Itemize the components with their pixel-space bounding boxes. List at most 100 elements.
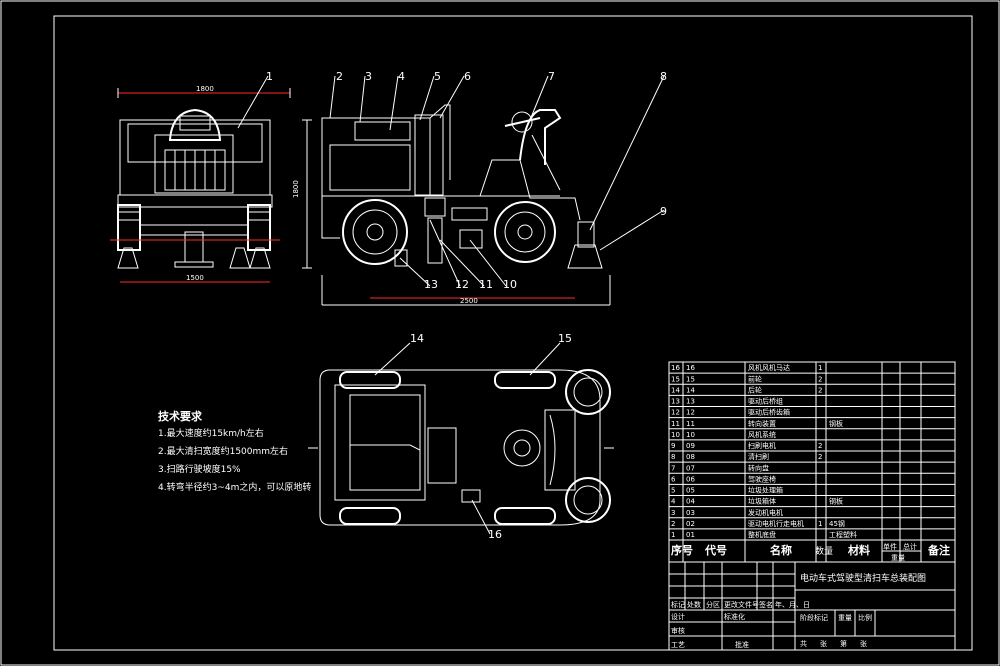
parts-header-material: 材料 [848,543,870,557]
parts-cell-qty: 1 [818,364,822,372]
rev-label: 签名 [759,600,773,609]
balloon-15: 15 [558,332,572,345]
role-label: 审核 [671,626,685,635]
parts-cell-code: 06 [686,475,695,483]
parts-cell-seq: 5 [671,487,675,495]
parts-cell-code: 07 [686,464,695,472]
parts-cell-seq: 4 [671,498,676,506]
drawing-title: 电动车式驾驶型清扫车总装配图 [800,572,926,584]
parts-cell-code: 12 [686,409,695,417]
parts-cell-qty: 2 [818,442,822,450]
balloon-1: 1 [266,70,273,83]
top-view [308,369,614,526]
balloon-7: 7 [548,70,555,83]
parts-cell-qty: 1 [818,520,822,528]
parts-cell-code: 08 [686,453,695,461]
parts-cell-name: 清扫刷 [748,452,769,461]
balloon-3: 3 [365,70,372,83]
parts-cell-name: 驾驶座椅 [748,474,776,483]
parts-cell-code: 09 [686,442,695,450]
rev-label: 标记 [671,600,685,609]
balloon-10: 10 [503,278,517,291]
balloon-11: 11 [479,278,493,291]
rev-label: 更改文件号 [724,600,759,609]
balloon-9: 9 [660,205,667,218]
role-label: 批准 [735,640,749,649]
role-label: 标准化 [724,612,745,621]
stage-label: 比例 [858,613,872,622]
parts-cell-code: 04 [686,498,695,506]
balloon-4: 4 [398,70,405,83]
parts-cell-seq: 3 [671,509,675,517]
parts-cell-material: 工程塑料 [829,530,857,539]
parts-cell-seq: 14 [671,386,680,394]
rev-label: 分区 [706,600,720,609]
parts-header-code: 代号 [704,543,727,557]
parts-cell-seq: 9 [671,442,675,450]
tech-requirements: 技术要求 1.最大速度约15km/h左右 2.最大清扫宽度约1500mm左右 3… [158,409,311,493]
balloon-12: 12 [455,278,469,291]
dim-side-length: 2500 [460,297,478,305]
parts-cell-seq: 15 [671,375,680,383]
parts-cell-code: 01 [686,531,695,539]
balloon-14: 14 [410,332,424,345]
parts-cell-name: 转向装置 [748,419,776,428]
dim-front-top: 1800 [196,85,214,93]
balloon-16: 16 [488,528,502,541]
tech-req-item: 4.转弯半径约3~4m之内，可以原地转 [158,481,311,493]
parts-cell-name: 整机底盘 [748,530,776,539]
parts-cell-qty: 2 [818,375,822,383]
sheet-label: 张 [860,639,867,648]
parts-cell-name: 风机风机马达 [748,363,790,372]
parts-header-total: 总计 [903,542,917,551]
parts-cell-code: 05 [686,487,695,495]
parts-cell-seq: 2 [671,520,675,528]
parts-cell-code: 16 [686,364,695,372]
sheet-label: 共 [800,639,807,648]
balloon-8: 8 [660,70,667,83]
parts-cell-code: 02 [686,520,695,528]
role-label: 工艺 [671,641,685,649]
parts-header-qty: 数量 [815,545,833,557]
balloon-2: 2 [336,70,343,83]
parts-cell-seq: 16 [671,364,680,372]
side-view: 1800 2500 [292,104,611,306]
parts-cell-name: 扫刷电机 [748,441,776,450]
rev-label: 处数 [687,600,701,609]
balloon-13: 13 [424,278,438,291]
parts-cell-seq: 10 [671,431,680,439]
tech-req-heading: 技术要求 [158,409,203,423]
parts-cell-material: 钢板 [829,419,843,428]
tech-req-item: 2.最大清扫宽度约1500mm左右 [158,445,288,457]
parts-cell-name: 后轮 [748,385,762,394]
parts-cell-qty: 2 [818,386,822,394]
tech-req-item: 1.最大速度约15km/h左右 [158,427,264,439]
parts-header-weight: 重量 [891,554,905,562]
parts-header-name: 名称 [770,543,792,557]
parts-cell-name: 垃圾箱体 [748,497,776,506]
parts-cell-seq: 12 [671,409,680,417]
parts-cell-seq: 13 [671,398,680,406]
parts-cell-seq: 8 [671,453,675,461]
parts-cell-qty: 2 [818,453,822,461]
parts-cell-material: 45钢 [829,519,845,528]
parts-cell-material: 钢板 [829,497,843,506]
stage-label: 阶段标记 [800,613,828,622]
parts-cell-name: 驱动后桥组 [748,397,783,406]
sheet-label: 第 [840,639,847,648]
parts-cell-name: 垃圾处理箱 [748,486,783,495]
dim-side-height: 1800 [292,180,300,198]
parts-cell-seq: 6 [671,475,676,483]
parts-cell-seq: 1 [671,531,675,539]
parts-cell-name: 前轮 [748,374,762,383]
parts-cell-code: 13 [686,398,695,406]
parts-cell-name: 驱动电机行走电机 [748,519,804,528]
parts-header-remark: 备注 [927,543,950,557]
parts-cell-name: 发动机电机 [748,508,783,517]
parts-header-unit: 单件 [883,542,897,551]
parts-cell-code: 03 [686,509,695,517]
tech-req-item: 3.扫路行驶坡度15% [158,463,241,475]
